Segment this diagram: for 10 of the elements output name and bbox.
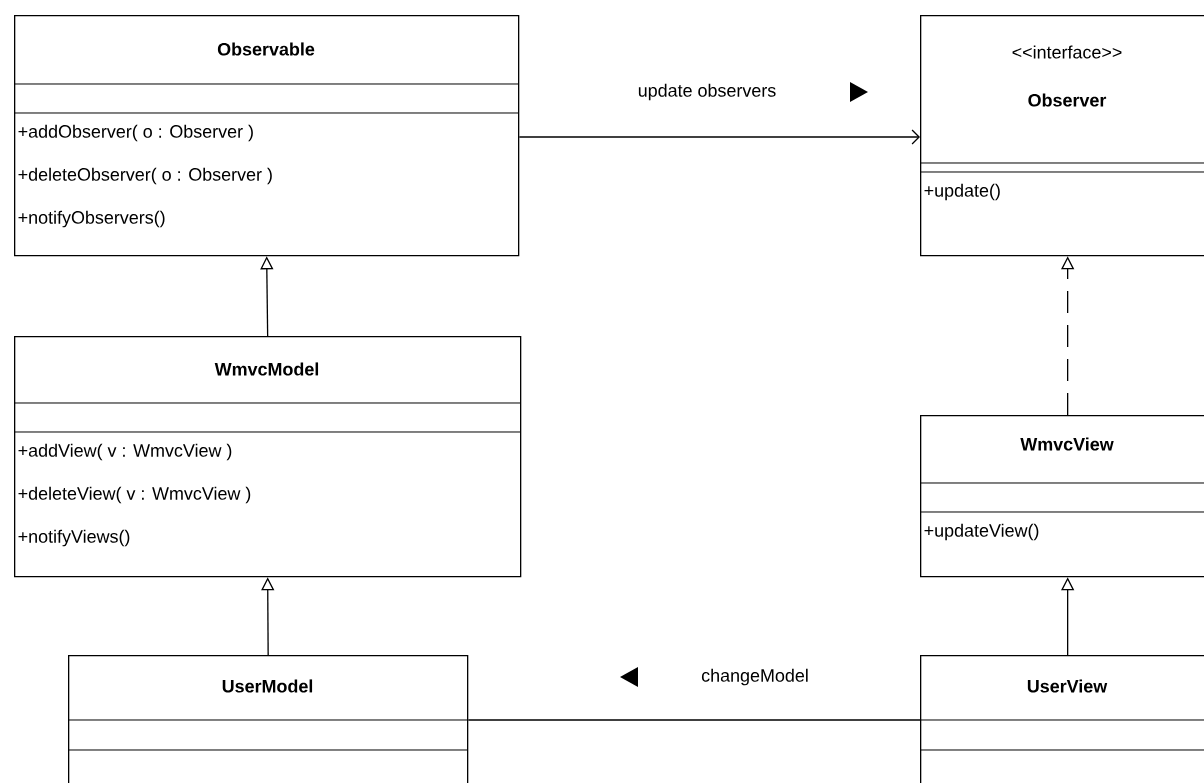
edge-label: update observers bbox=[636, 82, 778, 102]
class-box: UserView bbox=[919, 655, 1204, 783]
connector bbox=[467, 719, 921, 721]
class-box: Observable +addObserver( o : Observer ) +deleteObserver( o : Observer ) +notifyObservers() bbox=[13, 15, 520, 257]
class-box: WmvcModel +addView( v : WmvcView ) +deleteView( v : WmvcView ) +notifyViews() bbox=[13, 336, 522, 578]
class-box: WmvcView +updateView() bbox=[919, 415, 1204, 578]
connector bbox=[518, 129, 920, 145]
edge-label: changeModel bbox=[700, 667, 810, 687]
class-box: <<interface>> Observer +update() bbox=[919, 15, 1204, 257]
class-box: UserModel bbox=[67, 655, 469, 783]
